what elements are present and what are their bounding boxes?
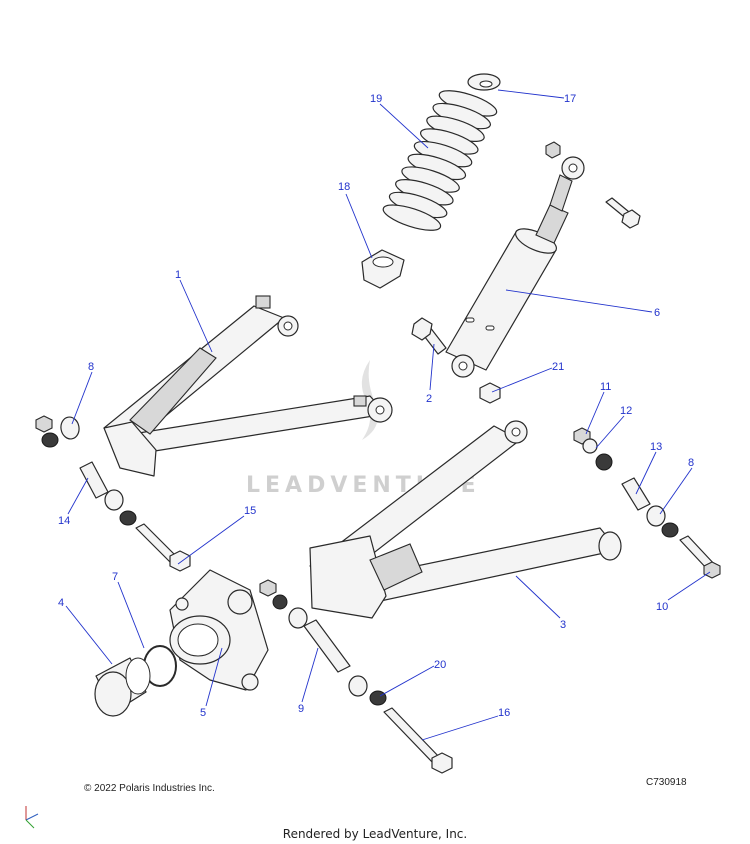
callout-18: 18 — [338, 181, 350, 193]
callout-5: 5 — [200, 707, 206, 719]
callout-8-left: 8 — [88, 361, 94, 373]
part-6-shock — [445, 156, 585, 378]
callout-2: 2 — [426, 393, 432, 405]
callout-11: 11 — [600, 381, 611, 393]
axis-triad — [25, 806, 39, 829]
callout-17: 17 — [564, 93, 576, 105]
part-4-bearing — [94, 657, 151, 717]
part-shock-top-hardware — [545, 141, 641, 229]
figure-id: C730918 — [646, 777, 687, 788]
part-17-clip — [467, 73, 501, 91]
callout-leaders — [65, 89, 711, 741]
callout-7: 7 — [112, 571, 118, 583]
callout-12: 12 — [620, 405, 632, 417]
callout-21: 21 — [552, 361, 564, 373]
part-3-lower-a-arm — [309, 420, 622, 619]
part-21-nut — [479, 382, 501, 404]
callout-3: 3 — [560, 619, 566, 631]
callout-14: 14 — [58, 515, 70, 527]
callout-13: 13 — [650, 441, 662, 453]
rendered-by-footer: Rendered by LeadVenture, Inc. — [282, 827, 468, 841]
callout-16: 16 — [498, 707, 510, 719]
callout-labels: 1 2 3 4 5 6 7 8 8 9 10 11 12 13 14 15 16… — [58, 93, 694, 719]
callout-4: 4 — [58, 597, 64, 609]
part-1-upper-a-arm — [103, 295, 393, 477]
callout-1: 1 — [175, 269, 181, 281]
callout-8-right: 8 — [688, 457, 694, 469]
part-18-spring-seat — [361, 249, 405, 289]
callout-15: 15 — [244, 505, 256, 517]
part-2-bolt — [411, 317, 447, 355]
callout-6: 6 — [654, 307, 660, 319]
part-5-knuckle — [169, 569, 269, 691]
callout-20: 20 — [434, 659, 446, 671]
part-center-hardware — [259, 579, 453, 774]
part-19-spring — [382, 90, 498, 231]
copyright-text: © 2022 Polaris Industries Inc. — [84, 783, 215, 794]
callout-10: 10 — [656, 601, 668, 613]
part-left-hardware — [35, 415, 191, 572]
callout-9: 9 — [298, 703, 304, 715]
callout-19: 19 — [370, 93, 382, 105]
part-right-hardware — [573, 427, 721, 579]
